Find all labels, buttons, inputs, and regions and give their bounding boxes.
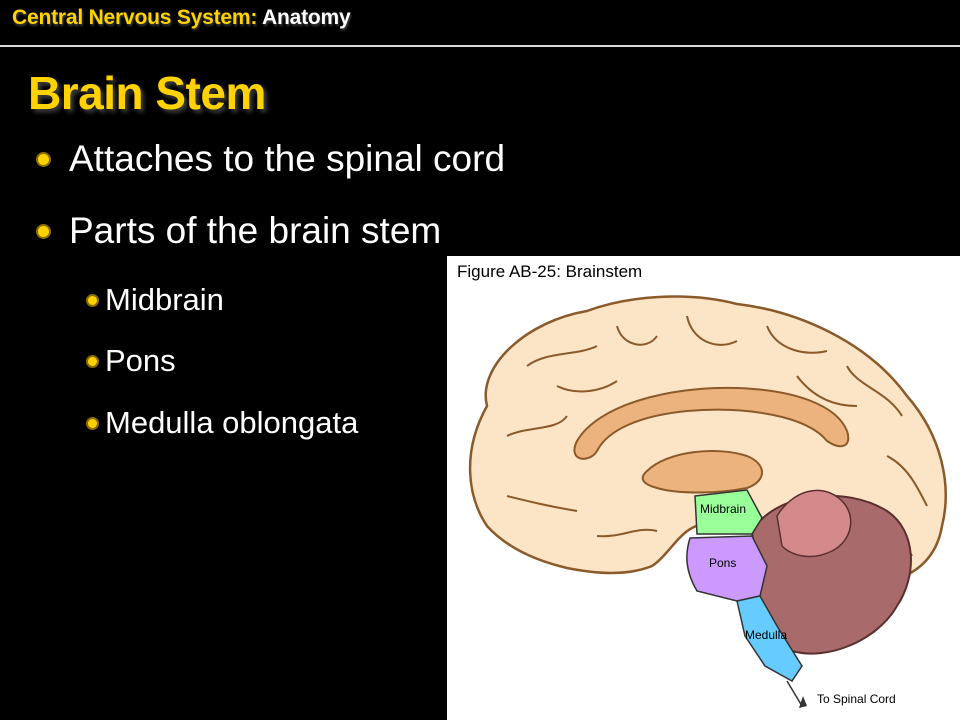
label-medulla: Medulla xyxy=(745,628,788,642)
midbrain-shape xyxy=(694,489,763,535)
header-section: Central Nervous System: xyxy=(12,6,258,29)
sub-bullet-item: Midbrain xyxy=(86,282,224,318)
bullet-item: Attaches to the spinal cord xyxy=(36,138,505,180)
brainstem-figure: Figure AB-25: Brainstem xyxy=(447,256,960,720)
bullet-icon xyxy=(86,416,99,430)
medulla-shape xyxy=(736,595,803,682)
brain-diagram xyxy=(468,295,947,708)
bullet-text: Parts of the brain stem xyxy=(69,210,442,251)
label-pons: Pons xyxy=(709,556,737,570)
pons-shape xyxy=(686,535,768,602)
sub-bullet-text: Medulla oblongata xyxy=(105,405,359,440)
sub-bullet-item: Pons xyxy=(86,343,176,379)
arbor-vitae-shape xyxy=(776,489,852,558)
label-midbrain: Midbrain xyxy=(700,502,747,516)
bullet-icon xyxy=(36,223,51,239)
spinal-arrow-line xyxy=(786,680,803,707)
corpus-callosum-shape xyxy=(573,386,850,460)
header-topic: Anatomy xyxy=(262,6,351,29)
sub-bullet-item: Medulla oblongata xyxy=(86,405,358,441)
header-title: Central Nervous System: Anatomy xyxy=(12,6,351,30)
label-spinal-cord: To Spinal Cord xyxy=(817,692,896,706)
bullet-icon xyxy=(86,293,99,307)
bullet-icon xyxy=(86,354,99,368)
sub-bullet-text: Pons xyxy=(105,343,176,378)
bullet-icon xyxy=(36,151,51,167)
page-title: Brain Stem xyxy=(28,67,266,119)
header-divider xyxy=(0,45,960,47)
bullet-item: Parts of the brain stem xyxy=(36,210,441,252)
arrow-head-icon xyxy=(799,696,807,708)
sub-bullet-text: Midbrain xyxy=(105,282,224,317)
bullet-text: Attaches to the spinal cord xyxy=(69,138,506,179)
thalamus-shape xyxy=(641,450,763,494)
figure-title: Figure AB-25: Brainstem xyxy=(457,262,643,281)
